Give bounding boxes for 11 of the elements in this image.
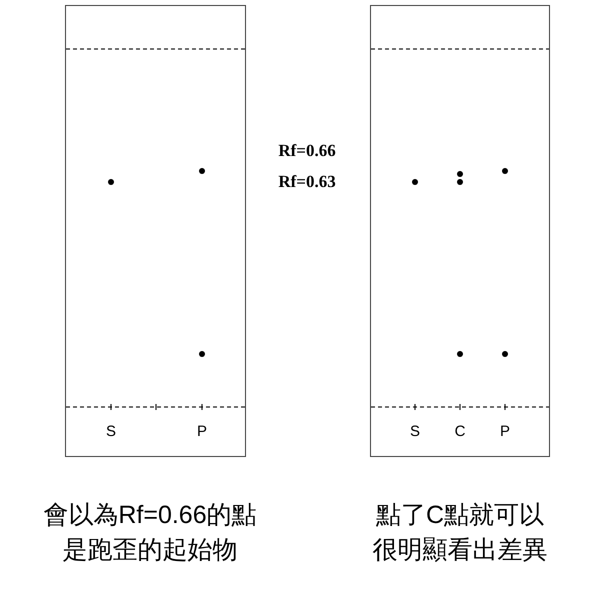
tlc-plate (65, 5, 246, 457)
tlc-plate (370, 5, 550, 457)
caption: 會以為Rf=0.66的點是跑歪的起始物 (42, 500, 258, 566)
lane-label: S (106, 423, 116, 441)
lane-label: C (454, 423, 466, 441)
lane-label: P (500, 423, 510, 441)
caption: 點了C點就可以很明顯看出差異 (372, 500, 548, 566)
lane-label: S (410, 423, 420, 441)
rf-label: Rf=0.66 (278, 141, 336, 161)
lane-label: P (197, 423, 207, 441)
rf-label: Rf=0.63 (278, 172, 336, 192)
